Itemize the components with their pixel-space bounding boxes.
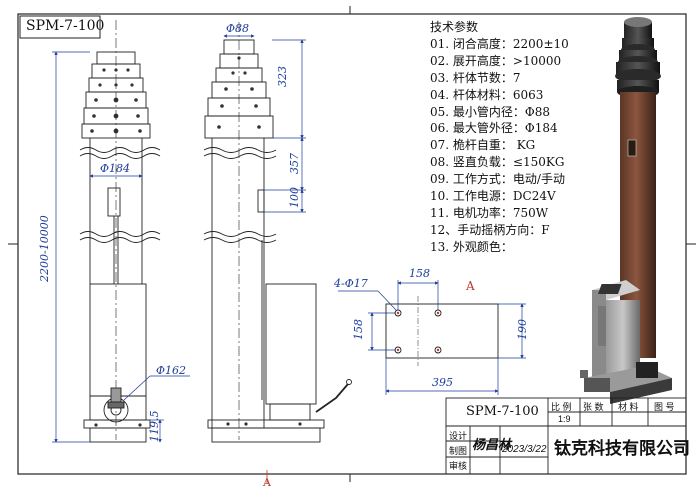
spec-item: 13. 外观颜色： — [430, 239, 513, 254]
dim-d184: Φ184 — [100, 162, 131, 175]
dim-holes: 4-Φ17 — [334, 277, 368, 290]
title-model: SPM-7-100 — [466, 404, 539, 419]
drawing-number: SPM-7-100 — [26, 18, 105, 34]
dim-h190: 190 — [516, 319, 529, 340]
dim-h357: 357 — [288, 153, 301, 174]
plate-dimensions — [338, 280, 526, 395]
dim-h158: 158 — [352, 319, 365, 340]
dim-total-height: 2200-10000 — [38, 215, 51, 282]
title-date: 2023/3/22 — [502, 444, 547, 455]
title-count-label: 张 数 — [583, 402, 604, 412]
spec-item: 05. 最小管内径：Φ88 — [430, 104, 551, 119]
dimension-lines — [52, 34, 306, 443]
section-marker-bottom: A — [263, 476, 271, 489]
spec-item: 07. 桅杆自重： KG — [430, 138, 536, 153]
front-view — [79, 20, 161, 443]
mast-3d-render — [580, 17, 672, 404]
title-review-label: 审核 — [449, 461, 468, 471]
spec-item: 12、手动摇柄方向：F — [430, 222, 550, 237]
specs-panel: 技术参数 01. 闭合高度：2200±10 02. 展开高度：>10000 03… — [430, 19, 569, 256]
title-material-label: 材 料 — [618, 402, 639, 412]
spec-item: 11. 电机功率：750W — [430, 205, 549, 220]
spec-item: 01. 闭合高度：2200±10 — [430, 36, 569, 51]
dim-h100: 100 — [288, 187, 301, 208]
title-signature: 杨昌林 — [472, 438, 512, 453]
dim-w395: 395 — [432, 376, 453, 389]
title-scale-value: 1:9 — [558, 414, 571, 424]
spec-item: 08. 竖直负载：≤150KG — [430, 155, 565, 170]
section-marker-top: A — [466, 279, 475, 293]
base-plate-view — [385, 296, 499, 366]
drawing-number-box — [19, 15, 101, 39]
spec-item: 02. 展开高度：>10000 — [430, 53, 562, 68]
title-drawing-label: 图 号 — [654, 402, 675, 412]
title-scale-label: 比 例 — [551, 402, 572, 412]
side-view — [203, 22, 352, 443]
spec-item: 04. 杆体材料：6063 — [430, 87, 544, 102]
dim-w158: 158 — [409, 267, 430, 280]
specs-heading: 技术参数 — [430, 20, 479, 34]
dim-d88: Φ88 — [226, 22, 250, 35]
spec-item: 06. 最大管外径：Φ184 — [430, 121, 558, 136]
title-design-label: 设计 — [449, 431, 468, 441]
title-company: 钛克科技有限公司 — [554, 439, 690, 459]
sheet-frame — [8, 6, 696, 482]
spec-item: 10. 工作电源：DC24V — [430, 189, 556, 204]
spec-item: 09. 工作方式：电动/手动 — [430, 172, 565, 187]
dim-d162: Φ162 — [156, 364, 187, 377]
dim-h323: 323 — [276, 66, 289, 87]
title-draw-label: 制图 — [449, 446, 468, 456]
dim-h119: 119.5 — [148, 410, 161, 443]
title-block-grid — [445, 397, 687, 475]
spec-item: 03. 杆体节数：7 — [430, 70, 521, 85]
